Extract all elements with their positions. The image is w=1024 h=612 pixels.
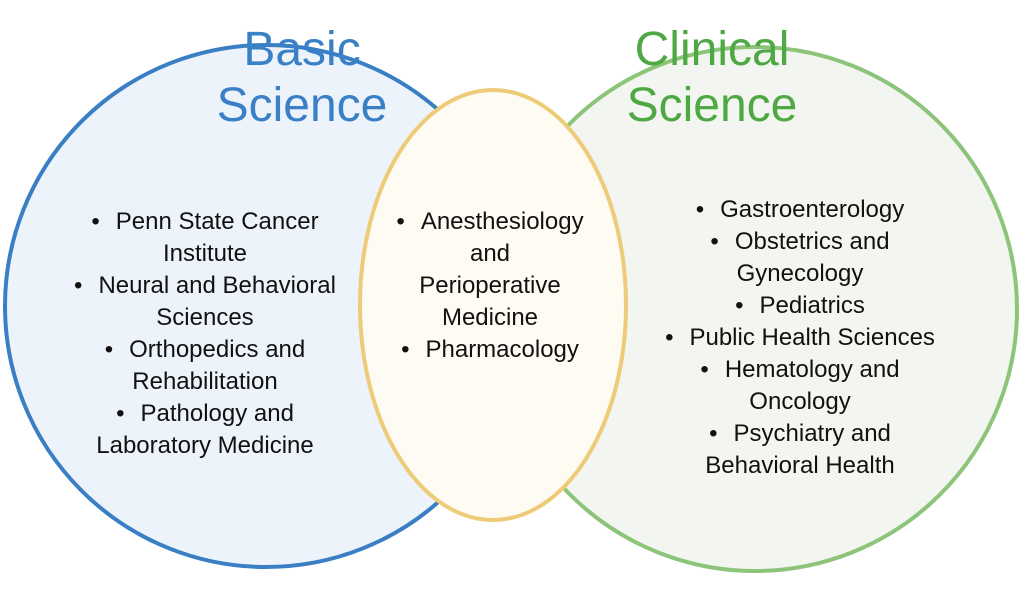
title-line: Science: [626, 79, 798, 132]
list-item-text: Pharmacology: [425, 336, 579, 363]
list-item-text: Institute: [162, 240, 248, 267]
list-item: • Pediatrics: [610, 290, 990, 322]
list-item: • Pharmacology: [360, 334, 620, 366]
list-item-text: and: [469, 240, 511, 267]
bullet-icon: •: [695, 196, 705, 223]
bullet-icon: •: [74, 272, 83, 299]
list-item-text: Anesthesiology: [420, 208, 584, 235]
list-item-continuation: Gynecology: [610, 258, 990, 290]
bullet-icon: •: [396, 208, 405, 235]
bullet-icon: •: [401, 336, 410, 363]
list-item: • Pathology and: [25, 398, 385, 430]
list-item: • Obstetrics and: [610, 226, 990, 258]
bullet-icon: •: [710, 228, 719, 255]
clinical-science-title: Clinical Science: [532, 22, 892, 134]
list-item-text: Orthopedics and: [129, 336, 306, 363]
list-item-text: Oncology: [749, 388, 851, 415]
title-line: Science: [216, 79, 388, 132]
bullet-icon: •: [104, 336, 114, 363]
list-item-continuation: Rehabilitation: [25, 366, 385, 398]
bullet-icon: •: [709, 420, 718, 447]
list-item-text: Gynecology: [736, 260, 864, 287]
title-line: Basic: [243, 23, 361, 76]
list-item-text: Hematology and: [724, 356, 900, 383]
list-item-text: Pediatrics: [759, 292, 865, 319]
list-item-text: Gastroenterology: [720, 196, 905, 223]
list-item-text: Psychiatry and: [733, 420, 891, 447]
list-item: • Neural and Behavioral: [25, 270, 385, 302]
list-item-text: Obstetrics and: [734, 228, 890, 255]
list-item-text: Perioperative: [419, 272, 561, 299]
list-item-text: Penn State Cancer: [115, 208, 319, 235]
list-item-text: Pathology and: [140, 400, 294, 427]
list-item: • Hematology and: [610, 354, 990, 386]
bullet-icon: •: [91, 208, 100, 235]
basic-science-title: Basic Science: [122, 22, 482, 134]
list-item-text: Sciences: [156, 304, 254, 331]
overlap-ellipse: [358, 88, 628, 522]
bullet-icon: •: [665, 324, 674, 351]
bullet-icon: •: [700, 356, 709, 383]
list-item: • Psychiatry and: [610, 418, 990, 450]
list-item-continuation: Behavioral Health: [610, 450, 990, 482]
bullet-icon: •: [116, 400, 125, 427]
list-item-text: Laboratory Medicine: [96, 432, 314, 459]
list-item: • Gastroenterology: [610, 194, 990, 226]
list-item-text: Behavioral Health: [705, 452, 895, 479]
list-item-continuation: Institute: [25, 238, 385, 270]
list-item-continuation: Oncology: [610, 386, 990, 418]
list-item-continuation: and: [360, 238, 620, 270]
list-item-text: Public Health Sciences: [689, 324, 935, 351]
list-item-continuation: Laboratory Medicine: [25, 430, 385, 462]
list-item: • Penn State Cancer: [25, 206, 385, 238]
title-line: Clinical: [634, 23, 790, 76]
list-item: • Orthopedics and: [25, 334, 385, 366]
list-item-text: Medicine: [441, 304, 539, 331]
list-item-continuation: Medicine: [360, 302, 620, 334]
list-item: • Anesthesiology: [360, 206, 620, 238]
list-item-continuation: Sciences: [25, 302, 385, 334]
list-item-text: Neural and Behavioral: [98, 272, 336, 299]
list-item-text: Rehabilitation: [132, 368, 278, 395]
list-item-continuation: Perioperative: [360, 270, 620, 302]
list-item: • Public Health Sciences: [610, 322, 990, 354]
bullet-icon: •: [735, 292, 744, 319]
